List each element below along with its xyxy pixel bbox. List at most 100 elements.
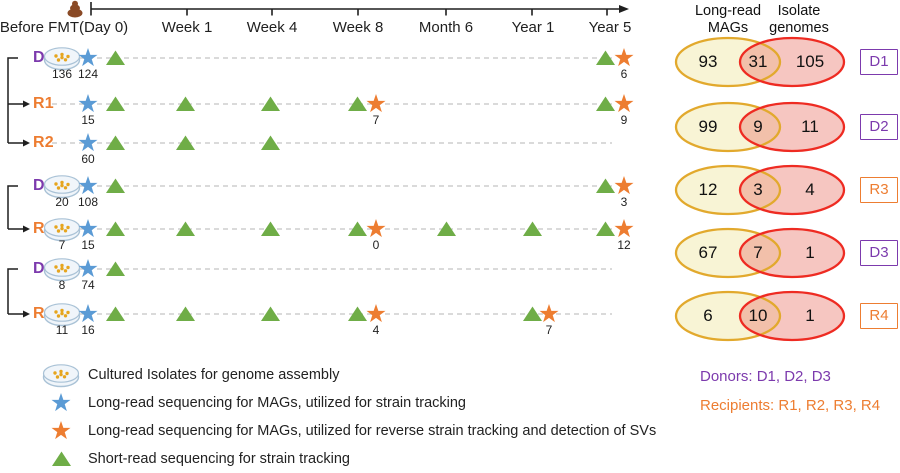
long-read-mags-ellipse (674, 227, 782, 279)
green-triangle-icon (175, 306, 195, 326)
long-read-mags-ellipse (674, 290, 782, 342)
green-triangle-icon (260, 96, 280, 116)
marker-count: 9 (620, 113, 628, 127)
venn-right-count: 105 (795, 52, 825, 71)
venn-ellipses (674, 164, 846, 216)
venn-right-count: 1 (805, 243, 815, 262)
venn-ellipses (674, 227, 846, 279)
bracket-arrow-icon (23, 139, 30, 147)
green-triangle-icon (175, 96, 195, 116)
green-triangle-icon (347, 221, 367, 241)
green-triangle-icon (595, 50, 615, 70)
bracket-arrow-icon (23, 310, 30, 318)
green-triangle-icon (595, 221, 615, 241)
marker-count: 20 (55, 195, 69, 209)
orange-star-icon (614, 218, 634, 243)
green-triangle-icon (175, 221, 195, 241)
green-triangle-icon (105, 178, 125, 198)
marker-count: 136 (51, 67, 73, 81)
venn-overlap-count: 10 (748, 306, 768, 325)
green-triangle-icon (347, 96, 367, 116)
green-triangle-icon (51, 451, 71, 471)
axis-label: Year 1 (511, 19, 555, 36)
orange-star-icon (614, 93, 634, 118)
green-triangle-icon (260, 306, 280, 326)
venn-left-count: 67 (698, 243, 718, 262)
orange-star-icon (366, 93, 386, 118)
blue-star-icon (78, 258, 98, 283)
marker-count: 3 (620, 195, 628, 209)
venn-overlap-count: 31 (748, 52, 768, 71)
isolate-genomes-ellipse (738, 164, 846, 216)
green-triangle-icon (260, 135, 280, 155)
marker-count: 108 (77, 195, 99, 209)
timeline-row-label-R1: R1 (33, 95, 54, 112)
petri-dish-icon (43, 299, 81, 332)
blue-star-icon (78, 218, 98, 243)
isolate-genomes-ellipse (738, 290, 846, 342)
marker-count: 124 (77, 67, 99, 81)
venn-left-count: 12 (698, 180, 718, 199)
orange-star-icon (614, 47, 634, 72)
green-triangle-icon (347, 306, 367, 326)
axis-label: Year 5 (588, 19, 632, 36)
axis-label: Month 6 (418, 19, 474, 36)
petri-dish-icon (43, 214, 81, 247)
green-triangle-icon (522, 306, 542, 326)
axis-label: Week 4 (246, 19, 298, 36)
green-triangle-icon (522, 221, 542, 241)
bracket-arrow-icon (23, 225, 30, 233)
isolate-genomes-ellipse (738, 101, 846, 153)
axis-label: Week 8 (332, 19, 384, 36)
green-triangle-icon (175, 135, 195, 155)
venn-diagram-D3: 67 7 1 (663, 219, 863, 287)
venn-left-count: 99 (698, 117, 718, 136)
timeline-row-label-R2: R2 (33, 134, 54, 151)
orange-star-icon (366, 218, 386, 243)
bracket-arrow-icon (23, 100, 30, 108)
blue-star-icon (78, 132, 98, 157)
venn-left-count: 93 (698, 52, 718, 71)
axis-label: Week 1 (161, 19, 213, 36)
recipients-note: Recipients: R1, R2, R3, R4 (700, 397, 881, 414)
venn-left-count: 6 (703, 306, 713, 325)
stool-sample-icon (67, 0, 83, 18)
venn-header-isolate-genomes: Isolate genomes (769, 3, 829, 36)
venn-right-count: 11 (801, 117, 819, 136)
orange-star-icon (366, 303, 386, 328)
donor-bracket (7, 57, 18, 143)
venn-ellipses (674, 36, 846, 88)
green-triangle-icon (105, 96, 125, 116)
green-triangle-icon (260, 221, 280, 241)
donor-bracket (7, 185, 18, 229)
venn-right-count: 1 (805, 306, 815, 325)
blue-star-icon (78, 175, 98, 200)
green-triangle-icon (436, 221, 456, 241)
venn-tag-D3: D3 (860, 240, 898, 266)
marker-count: 12 (617, 238, 631, 252)
venn-overlap-count: 7 (753, 243, 763, 262)
marker-count: 74 (81, 278, 95, 292)
green-triangle-icon (105, 50, 125, 70)
venn-ellipses (674, 290, 846, 342)
venn-diagram-D1: 93 31 105 (663, 28, 863, 96)
legend-label: Short-read sequencing for strain trackin… (88, 451, 350, 467)
petri-dish-icon (42, 360, 80, 393)
orange-star-icon (539, 303, 559, 328)
long-read-mags-ellipse (674, 101, 782, 153)
green-triangle-icon (105, 135, 125, 155)
green-triangle-icon (595, 96, 615, 116)
venn-tag-D2: D2 (860, 114, 898, 140)
marker-count: 11 (55, 323, 69, 337)
donor-bracket (7, 268, 18, 314)
orange-star-icon (614, 175, 634, 200)
venn-overlap-count: 3 (753, 180, 763, 199)
isolate-genomes-ellipse (738, 36, 846, 88)
petri-dish-icon (43, 171, 81, 204)
legend-label: Cultured Isolates for genome assembly (88, 367, 340, 383)
marker-count: 60 (81, 152, 95, 166)
marker-count: 15 (81, 113, 95, 127)
